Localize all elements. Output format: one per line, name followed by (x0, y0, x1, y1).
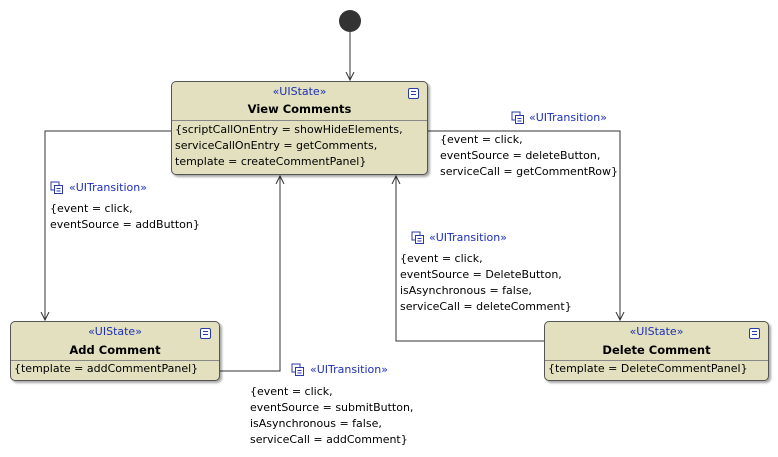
transition-line: {event = click, (250, 385, 333, 398)
transition-stereotype: «UITransition» (69, 181, 147, 194)
state-note-icon (200, 328, 211, 339)
state-tag-line: {template = DeleteCommentPanel} (548, 362, 748, 375)
state-stereotype: «UIState» (88, 325, 142, 338)
state-name: Delete Comment (602, 343, 711, 357)
transition-line: eventSource = DeleteButton, (400, 268, 562, 281)
transition-line: {event = click, (50, 202, 133, 215)
edge-add-to-view[interactable] (220, 176, 280, 372)
transition-line: isAsynchronous = false, (250, 417, 382, 430)
state-divider (11, 360, 219, 361)
edge-delete-to-view[interactable] (396, 176, 545, 342)
state-note-icon (749, 328, 760, 339)
transition-icon (411, 231, 424, 244)
state-tag-line: serviceCallOnEntry = getComments, (175, 139, 378, 152)
transition-line: eventSource = deleteButton, (440, 149, 601, 162)
edge-view-to-add[interactable] (45, 130, 171, 320)
state-name: Add Comment (69, 343, 161, 357)
state-divider (172, 120, 427, 121)
transition-icon (291, 363, 304, 376)
state-name: View Comments (247, 102, 352, 116)
transition-line: isAsynchronous = false, (400, 284, 532, 297)
state-stereotype: «UIState» (272, 85, 327, 98)
transition-line: serviceCall = addComment} (250, 433, 408, 446)
state-stereotype: «UIState» (629, 325, 684, 338)
state-tag-line: {scriptCallOnEntry = showHideElements, (175, 123, 403, 136)
transition-line: eventSource = addButton} (50, 218, 200, 231)
transition-line: serviceCall = getCommentRow} (440, 165, 618, 178)
state-divider (545, 360, 768, 361)
edge-view-to-delete[interactable] (428, 130, 620, 320)
state-note-icon (408, 88, 419, 99)
state-tag-line: template = createCommentPanel} (175, 155, 367, 168)
transition-stereotype: «UITransition» (529, 111, 607, 124)
transition-line: {event = click, (400, 252, 483, 265)
transition-icon (50, 181, 63, 194)
state-add-comment[interactable]: «UIState» Add Comment {template = addCom… (10, 321, 220, 381)
transition-line: {event = click, (440, 133, 523, 146)
transition-icon (511, 111, 524, 124)
transition-stereotype: «UITransition» (310, 363, 388, 376)
transition-stereotype: «UITransition» (429, 231, 507, 244)
transition-line: eventSource = submitButton, (250, 401, 414, 414)
state-tag-line: {template = addCommentPanel} (14, 362, 199, 375)
initial-node[interactable] (339, 10, 361, 32)
state-delete-comment[interactable]: «UIState» Delete Comment {template = Del… (544, 321, 769, 381)
transition-line: serviceCall = deleteComment} (400, 300, 572, 313)
state-view-comments[interactable]: «UIState» View Comments {scriptCallOnEnt… (171, 81, 428, 175)
